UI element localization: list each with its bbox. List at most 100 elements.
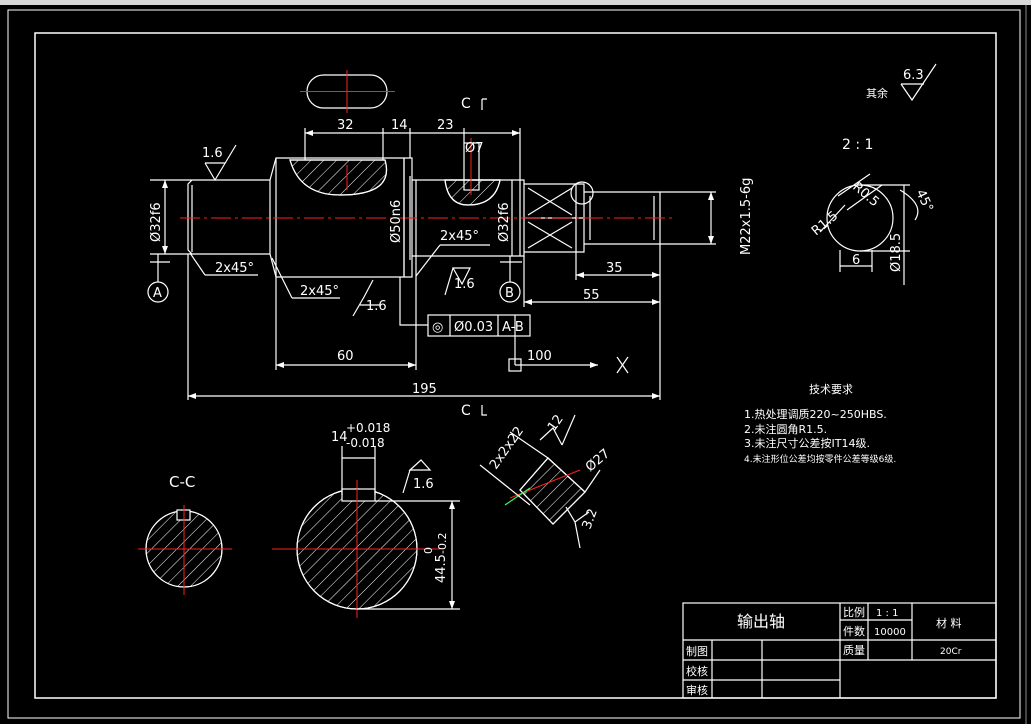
tech-requirement-item: 4.未注形位公差均按零件公差等级6级. [744, 453, 896, 465]
section-keyway-view [272, 446, 460, 618]
tech-requirements-title: 技术要求 [809, 383, 853, 396]
detail-r-leader [819, 204, 846, 233]
section-c-top-label: C [461, 96, 471, 112]
cone-ext-line [509, 431, 549, 459]
datum-a-label: A [153, 286, 162, 301]
chamfer-leader [415, 244, 441, 277]
title-block [682, 602, 997, 699]
dim-r15: R1.5 [809, 208, 841, 239]
relief-circle [570, 181, 594, 205]
tech-requirement-item: 1.热处理调质220~250HBS. [744, 408, 887, 421]
cone-ext-line [479, 464, 531, 506]
tolerance-leader [399, 277, 428, 326]
viewport-top-bar [0, 0, 1031, 5]
cone-detail-view [479, 431, 601, 525]
title-block-scale-value: 1 : 1 [876, 608, 898, 619]
section-keyway-slot [341, 488, 376, 502]
dim-dia50n6: Ø50n6 [389, 200, 404, 243]
roughness-symbol-section [402, 459, 432, 494]
keyway-hatch-left-outline [289, 159, 388, 196]
dim-14: 14 [391, 118, 408, 133]
sheet-outer-border [7, 9, 1021, 719]
title-block-texts: 输出轴 比例 1 : 1 件数 10000 材 料 质量 20Cr 制图 校核 … [686, 605, 962, 697]
datum-a-symbol [147, 281, 169, 303]
dim-195: 195 [412, 382, 437, 397]
dim-445: 44.5 [434, 554, 449, 583]
dim-445-upper: 0 [422, 547, 435, 554]
detail-view [819, 173, 919, 285]
dim-tol-minus: -0.018 [346, 436, 385, 450]
title-block-qty-label: 件数 [843, 625, 865, 638]
main-view [150, 70, 716, 416]
title-block-approved-label: 审核 [686, 683, 708, 697]
pinhole-hatch-outline [444, 179, 501, 206]
dim-6: 6 [852, 253, 860, 268]
ucs-origin-box [508, 358, 522, 372]
tolerance-datum: A-B [502, 320, 524, 335]
roughness-symbols [204, 63, 937, 549]
dim-55: 55 [583, 288, 600, 303]
tech-requirement-item: 3.未注尺寸公差按IT14级. [744, 436, 870, 450]
dim-cone: 2x2x22 [487, 424, 527, 472]
title-block-checked-label: 校核 [686, 664, 708, 678]
roughness-others-value: 6.3 [903, 68, 924, 83]
detail-flat [837, 173, 883, 211]
dim-23: 23 [437, 118, 454, 133]
dim-dia7: Ø7 [465, 141, 484, 156]
journal-cross [527, 221, 573, 249]
cone-detail-highlight [504, 487, 531, 506]
roughness-symbol-keyway [444, 267, 471, 296]
cone-ext-line [584, 469, 601, 493]
dim-dia32f6-left: Ø32f6 [149, 202, 164, 242]
section-cc-label: C-C [169, 473, 195, 491]
pinhole-hatch [444, 179, 501, 206]
dim-chamfer-right: 2x45° [440, 229, 479, 244]
roughness-texts: 1.6 1.6 1.6 1.6 6.3 其余 12 3.2 [202, 68, 924, 531]
roughness-cone-bottom-value: 3.2 [580, 507, 601, 532]
section-c-bottom-label: C [461, 403, 471, 419]
section-c-mark-bottom [481, 405, 487, 416]
dim-dia185: Ø18.5 [889, 233, 904, 272]
dim-key14: 14 [331, 430, 348, 445]
journal-cross [527, 187, 573, 216]
dim-thread: M22x1.5-6g [739, 178, 754, 255]
roughness-symbol-cone-bottom [565, 506, 590, 549]
title-block-scale-label: 比例 [843, 605, 865, 619]
detail-angle-arc [899, 189, 919, 221]
dim-32: 32 [337, 118, 354, 133]
dim-100: 100 [527, 349, 552, 364]
roughness-section-value: 1.6 [413, 477, 434, 492]
cone-detail-body [519, 457, 586, 525]
dim-chamfer-left: 2x45° [215, 261, 254, 276]
roughness-mid-value: 1.6 [366, 299, 387, 314]
dim-35: 35 [606, 261, 623, 276]
roughness-symbol-mid [352, 279, 380, 317]
geometric-tolerance-frame [427, 314, 531, 337]
ucs-x-label-icon [616, 356, 629, 374]
dim-tol-plus: +0.018 [346, 421, 390, 435]
title-block-qty-value: 10000 [874, 627, 906, 638]
datum-texts: A B [153, 286, 514, 301]
chamfer-leader [189, 252, 206, 276]
title-block-mass-label: 质量 [843, 644, 865, 657]
title-block-material-value: 20Cr [940, 647, 962, 657]
technical-requirements: 技术要求 1.热处理调质220~250HBS. 2.未注圆角R1.5. 3.未注… [744, 383, 896, 465]
dim-r05: R0.5 [849, 180, 881, 211]
title-block-material-label: 材 料 [936, 616, 962, 630]
tolerance-value: Ø0.03 [454, 320, 493, 335]
title-block-part-name: 输出轴 [737, 612, 785, 631]
dim-dia32f6-right: Ø32f6 [497, 202, 512, 242]
tolerance-symbol: ◎ [432, 320, 443, 335]
roughness-symbol-cone-top [539, 414, 576, 446]
roughness-left-value: 1.6 [202, 146, 223, 161]
roughness-symbol-others [900, 63, 937, 102]
dim-60: 60 [337, 349, 354, 364]
datum-b-label: B [505, 286, 514, 301]
dim-ang45: 45° [912, 187, 935, 214]
dim-445-lower: -0.2 [436, 533, 449, 554]
dim-dia27: Ø27 [583, 446, 613, 475]
tolerance-frame-texts: ◎ Ø0.03 A-B [432, 320, 524, 335]
roughness-others-label: 其余 [866, 86, 888, 100]
dim-chamfer-mid: 2x45° [300, 284, 339, 299]
